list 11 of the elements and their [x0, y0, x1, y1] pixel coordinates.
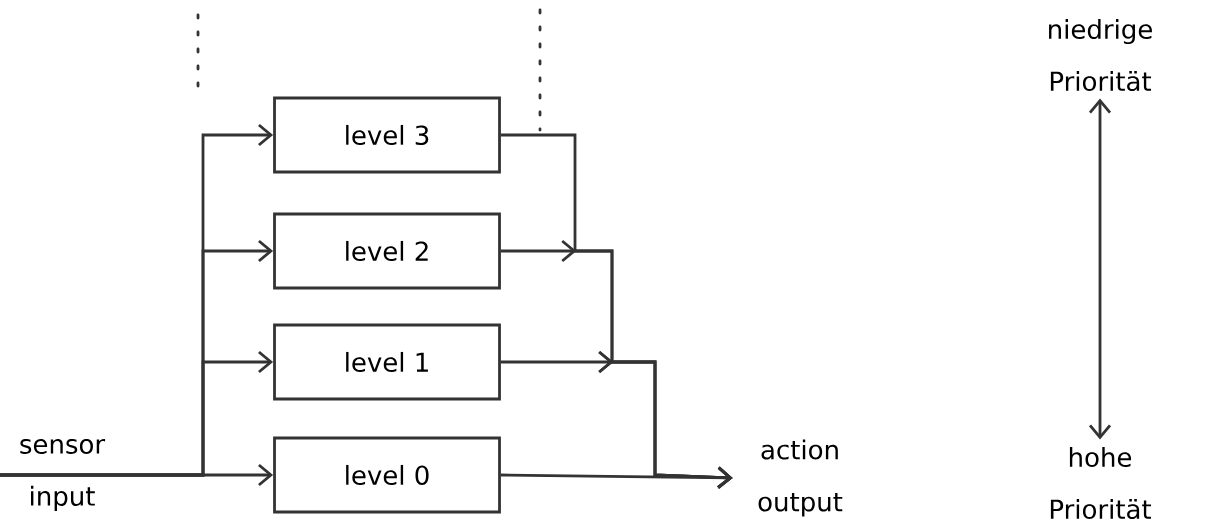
- level-box: level 0: [273, 436, 501, 514]
- arrow: [500, 466, 733, 489]
- level-box: level 1: [273, 323, 501, 401]
- level-box: level 3: [273, 96, 501, 174]
- priority-arrow: [1088, 98, 1112, 440]
- text-label: sensor input: [20, 439, 106, 511]
- arrow: [0, 463, 274, 487]
- text-label: hohe Priorität: [1050, 446, 1152, 520]
- text-label: niedrige Priorität: [1049, 18, 1152, 92]
- text-label: action output: [758, 439, 843, 517]
- level-box: level 2: [273, 212, 501, 290]
